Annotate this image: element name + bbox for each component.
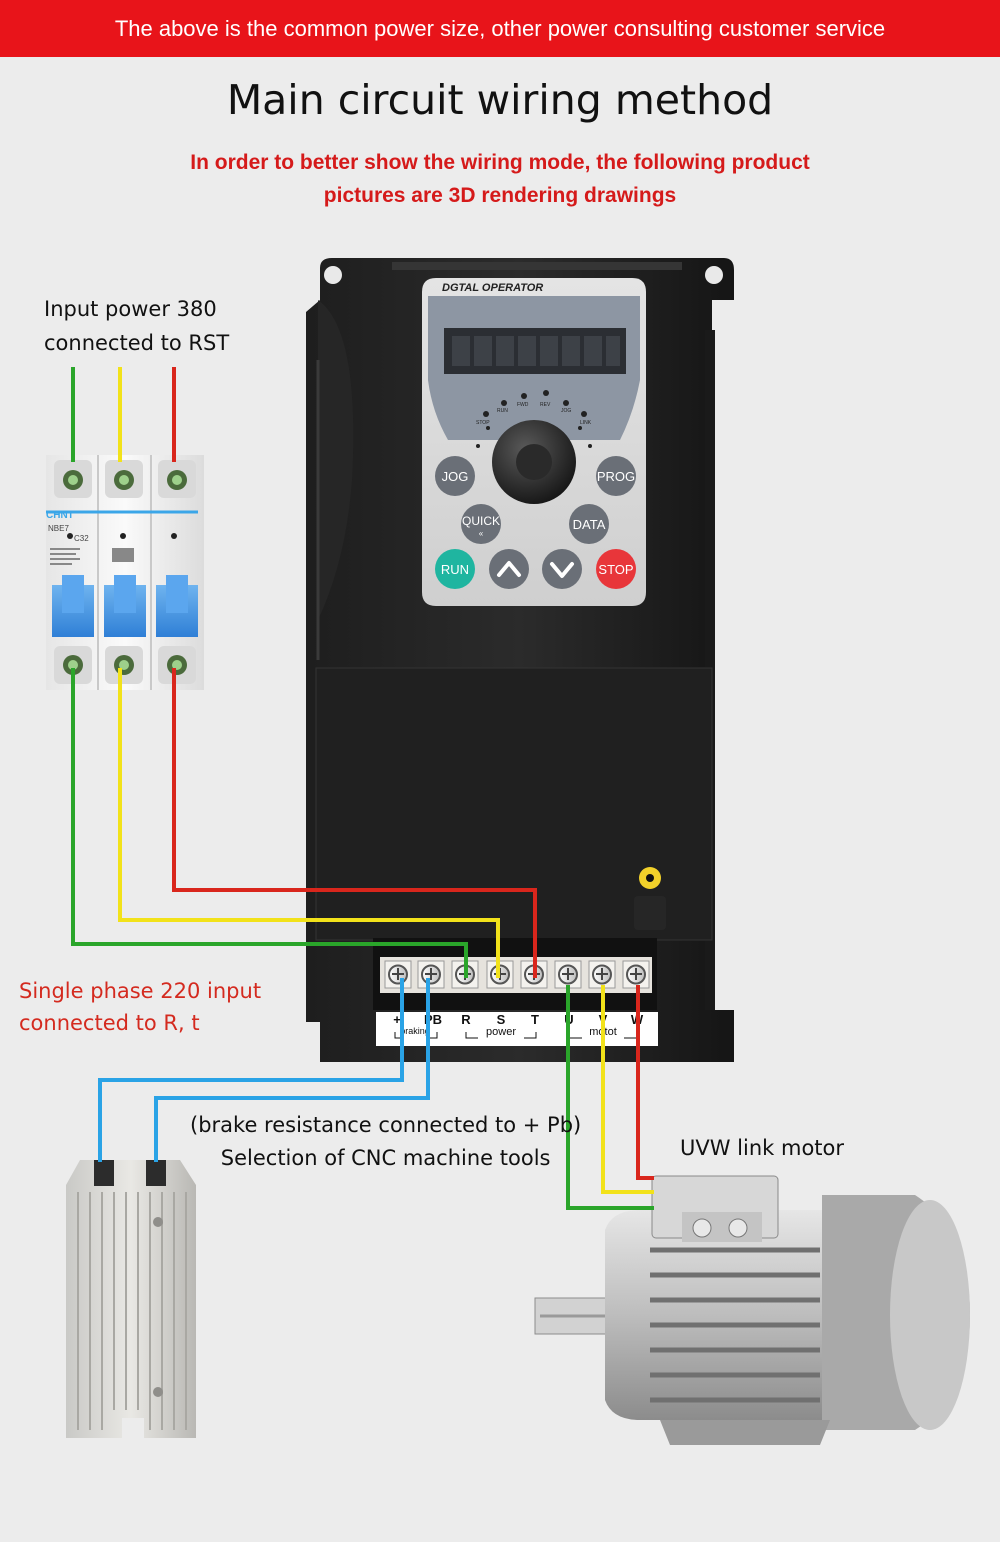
terminal-label-r: R	[461, 1012, 471, 1027]
braking-group-label: braking	[400, 1026, 430, 1036]
breaker-switches[interactable]	[52, 575, 198, 637]
breaker-brand: CHNT	[46, 510, 74, 521]
terminal-label-plus: +	[393, 1012, 401, 1027]
jog-button[interactable]: JOG	[435, 456, 475, 496]
uvw-motor-label: UVW link motor	[680, 1136, 845, 1160]
quick-button-label: QUICK	[462, 514, 500, 528]
blue-pb-wire	[154, 978, 430, 1162]
inverter: DGTAL OPERATOR FWD REV RUN JOG STOP LINK	[306, 258, 734, 1062]
breaker-model: NBE7	[48, 524, 69, 533]
up-arrow-icon	[497, 561, 521, 577]
run-button-label: RUN	[441, 562, 469, 577]
quick-button[interactable]: QUICK «	[461, 504, 501, 544]
terminal-label-s: S	[497, 1012, 506, 1027]
indicator-fwd: FWD	[517, 402, 529, 408]
up-button[interactable]	[489, 549, 529, 589]
stop-button-label: STOP	[598, 562, 633, 577]
subtitle-line-2: pictures are 3D rendering drawings	[323, 184, 677, 207]
electric-motor	[534, 1175, 970, 1445]
brake-line-2: Selection of CNC machine tools	[220, 1146, 551, 1170]
breaker-bottom-terminals	[54, 646, 196, 684]
resistor-hole-icon	[153, 1217, 163, 1227]
indicator-stop: STOP	[476, 420, 490, 426]
banner-text: The above is the common power size, othe…	[114, 15, 886, 41]
yellow-s-wire	[118, 668, 500, 978]
yellow-v-wire	[601, 985, 654, 1194]
breaker-rating: C32	[74, 534, 89, 543]
circuit-breaker: CHNT NBE7 C32	[46, 455, 204, 690]
power-group-label: power	[486, 1026, 516, 1038]
mount-hole-icon	[324, 266, 342, 284]
subtitle: In order to better show the wiring mode,…	[130, 146, 870, 212]
prog-button-label: PROG	[597, 469, 635, 484]
terminal-screw	[588, 960, 616, 989]
single-phase-line-2: connected to R, t	[19, 1011, 200, 1035]
brake-line-1: (brake resistance connected to + Pb)	[190, 1113, 582, 1137]
terminal-screw	[622, 960, 650, 989]
prog-button[interactable]: PROG	[596, 456, 636, 496]
indicator-run: RUN	[497, 408, 508, 414]
terminal-label-strip	[376, 1012, 658, 1046]
terminal-screws	[384, 960, 650, 989]
subtitle-line-1: In order to better show the wiring mode,…	[190, 151, 810, 174]
green-u-wire	[566, 985, 654, 1210]
wires	[71, 367, 654, 1210]
data-button-label: DATA	[573, 517, 606, 532]
svg-text:«: «	[479, 529, 484, 538]
indicator-link: LINK	[580, 420, 592, 426]
input-380-line-2: connected to RST	[44, 331, 230, 355]
green-t-wire	[71, 668, 468, 978]
brake-resistor	[66, 1160, 196, 1438]
single-phase-line-1: Single phase 220 input	[19, 979, 262, 1003]
terminal-label-t: T	[531, 1012, 539, 1027]
run-button[interactable]: RUN	[435, 549, 475, 589]
top-banner: The above is the common power size, othe…	[0, 0, 1000, 57]
jog-button-label: JOG	[442, 469, 469, 484]
blue-plus-wire	[98, 978, 404, 1162]
down-button[interactable]	[542, 549, 582, 589]
terminal-screw	[417, 960, 445, 989]
breaker-top-terminals	[54, 460, 196, 498]
stop-button[interactable]: STOP	[596, 549, 636, 589]
panel-title: DGTAL OPERATOR	[442, 282, 543, 294]
terminal-screw	[554, 960, 582, 989]
indicator-rev: REV	[540, 402, 551, 408]
red-w-wire	[636, 985, 654, 1180]
red-r-wire	[172, 668, 537, 978]
down-arrow-icon	[550, 562, 574, 578]
data-button[interactable]: DATA	[569, 504, 609, 544]
page-title: Main circuit wiring method	[226, 76, 774, 124]
terminal-screw	[384, 960, 412, 989]
resistor-hole-icon	[153, 1387, 163, 1397]
brake-resistance-label: (brake resistance connected to + Pb) Sel…	[190, 1109, 581, 1175]
mount-hole-icon	[705, 266, 723, 284]
single-phase-label: Single phase 220 input connected to R, t	[19, 975, 261, 1039]
input-380-label: Input power 380 connected to RST	[44, 292, 229, 360]
input-380-line-1: Input power 380	[44, 297, 217, 321]
indicator-jog: JOG	[561, 408, 571, 414]
